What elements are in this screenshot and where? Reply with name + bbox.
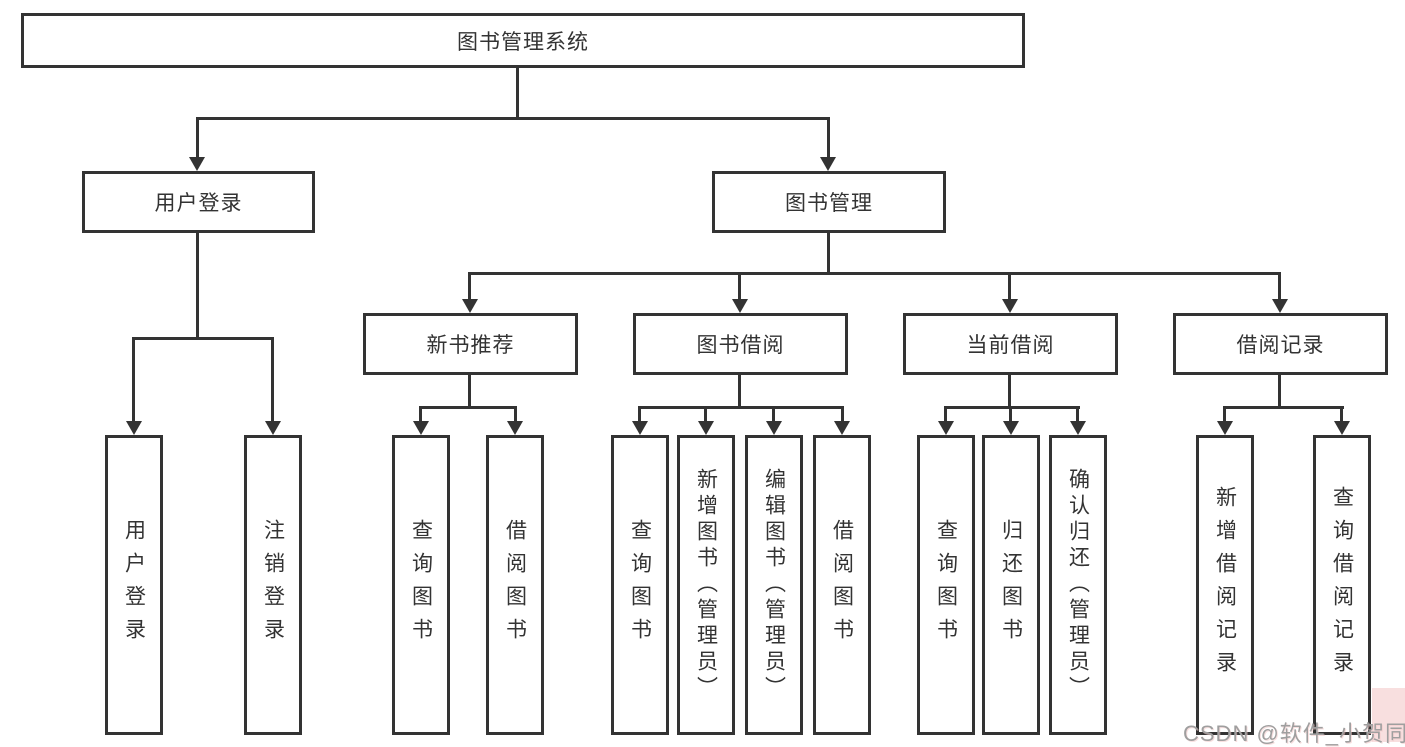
connector-to-leaf: [1340, 406, 1343, 421]
connector-to-leaf: [944, 406, 947, 421]
arrow-to-leaf-icon: [1217, 421, 1233, 435]
arrow-to-book-management-icon: [820, 157, 836, 171]
connector-new-book-recommend-rail: [419, 406, 517, 409]
leaf-borrow-books-recommend: 借阅图书: [486, 435, 544, 735]
arrow-to-new-book-recommend-icon: [462, 299, 478, 313]
arrow-to-book-borrow-icon: [732, 299, 748, 313]
leaf-label: 借阅图书: [503, 519, 527, 651]
arrow-to-leaf-user-login-icon: [126, 421, 142, 435]
leaf-query-books-current: 查询图书: [917, 435, 975, 735]
leaf-label: 确认归还（管理员）: [1066, 468, 1090, 702]
arrow-to-current-borrow-icon: [1002, 299, 1018, 313]
arrow-to-user-login-icon: [189, 157, 205, 171]
node-borrow-records: 借阅记录: [1173, 313, 1388, 375]
connector-borrow-records-stem: [1278, 375, 1281, 409]
connector-level2-rail: [196, 117, 830, 120]
connector-book-management-stem: [827, 233, 830, 275]
connector-to-leaf: [841, 406, 844, 421]
leaf-label: 查询图书: [628, 519, 652, 651]
leaf-label: 归还图书: [999, 519, 1023, 651]
connector-to-leaf-user-login: [132, 337, 135, 421]
leaf-return-book: 归还图书: [982, 435, 1040, 735]
leaf-label: 查询借阅记录: [1330, 486, 1354, 684]
node-current-borrow: 当前借阅: [903, 313, 1118, 375]
node-label: 借阅记录: [1236, 334, 1325, 357]
watermark-accent: [1372, 688, 1405, 742]
connector-book-borrow-rail: [638, 406, 844, 409]
arrow-to-leaf-icon: [1334, 421, 1350, 435]
leaf-label: 注销登录: [261, 519, 285, 651]
leaf-label: 查询图书: [409, 519, 433, 651]
leaf-label: 查询图书: [934, 519, 958, 651]
connector-to-leaf: [1076, 406, 1079, 421]
leaf-add-book-admin: 新增图书（管理员）: [677, 435, 735, 735]
leaf-confirm-return-admin: 确认归还（管理员）: [1049, 435, 1107, 735]
leaf-query-borrow-record: 查询借阅记录: [1313, 435, 1371, 735]
arrow-to-leaf-logout-icon: [265, 421, 281, 435]
connector-new-book-recommend-stem: [468, 375, 471, 409]
leaf-query-books-recommend: 查询图书: [392, 435, 450, 735]
connector-to-leaf: [772, 406, 775, 421]
leaf-label: 新增借阅记录: [1213, 486, 1237, 684]
leaf-label: 借阅图书: [830, 519, 854, 651]
arrow-to-leaf-icon: [938, 421, 954, 435]
connector-to-current-borrow: [1008, 272, 1011, 299]
connector-current-borrow-rail: [944, 406, 1080, 409]
node-label: 当前借阅: [966, 334, 1055, 357]
leaf-query-books-borrow: 查询图书: [611, 435, 669, 735]
connector-to-book-management: [827, 117, 830, 157]
arrow-to-leaf-icon: [766, 421, 782, 435]
node-new-book-recommend: 新书推荐: [363, 313, 578, 375]
connector-to-book-borrow: [738, 272, 741, 299]
connector-to-leaf: [1223, 406, 1226, 421]
leaf-label: 用户登录: [122, 519, 146, 651]
node-label: 图书借阅: [696, 334, 785, 357]
node-book-borrow: 图书借阅: [633, 313, 848, 375]
leaf-borrow-books-borrow: 借阅图书: [813, 435, 871, 735]
connector-to-new-book-recommend: [468, 272, 471, 299]
connector-to-user-login: [196, 117, 199, 157]
leaf-edit-book-admin: 编辑图书（管理员）: [745, 435, 803, 735]
connector-book-borrow-stem: [738, 375, 741, 409]
connector-borrow-records-rail: [1223, 406, 1344, 409]
connector-to-leaf: [638, 406, 641, 421]
leaf-user-login: 用户登录: [105, 435, 163, 735]
node-book-management: 图书管理: [712, 171, 946, 233]
arrow-to-leaf-icon: [698, 421, 714, 435]
connector-level3-rail: [468, 272, 1281, 275]
connector-to-leaf: [514, 406, 517, 421]
leaf-logout: 注销登录: [244, 435, 302, 735]
node-label: 图书管理: [785, 192, 873, 215]
leaf-label: 新增图书（管理员）: [694, 468, 718, 702]
node-label: 图书管理系统: [457, 30, 589, 54]
connector-to-leaf-logout: [271, 337, 274, 421]
node-library-management-system: 图书管理系统: [21, 13, 1025, 68]
arrow-to-leaf-icon: [1003, 421, 1019, 435]
leaf-label: 编辑图书（管理员）: [762, 468, 786, 702]
connector-to-borrow-records: [1278, 272, 1281, 299]
connector-root-stem: [516, 68, 519, 120]
connector-user-login-rail: [132, 337, 274, 340]
arrow-to-leaf-icon: [507, 421, 523, 435]
node-user-login: 用户登录: [82, 171, 315, 233]
arrow-to-borrow-records-icon: [1272, 299, 1288, 313]
arrow-to-leaf-icon: [1070, 421, 1086, 435]
connector-to-leaf: [704, 406, 707, 421]
csdn-watermark: CSDN @软件_小贺同学: [1183, 721, 1405, 746]
node-label: 新书推荐: [426, 334, 515, 357]
arrow-to-leaf-icon: [413, 421, 429, 435]
connector-to-leaf: [1009, 406, 1012, 421]
connector-current-borrow-stem: [1008, 375, 1011, 409]
arrow-to-leaf-icon: [834, 421, 850, 435]
leaf-add-borrow-record: 新增借阅记录: [1196, 435, 1254, 735]
node-label: 用户登录: [154, 192, 243, 215]
connector-to-leaf: [419, 406, 422, 421]
arrow-to-leaf-icon: [632, 421, 648, 435]
connector-user-login-stem: [196, 233, 199, 340]
